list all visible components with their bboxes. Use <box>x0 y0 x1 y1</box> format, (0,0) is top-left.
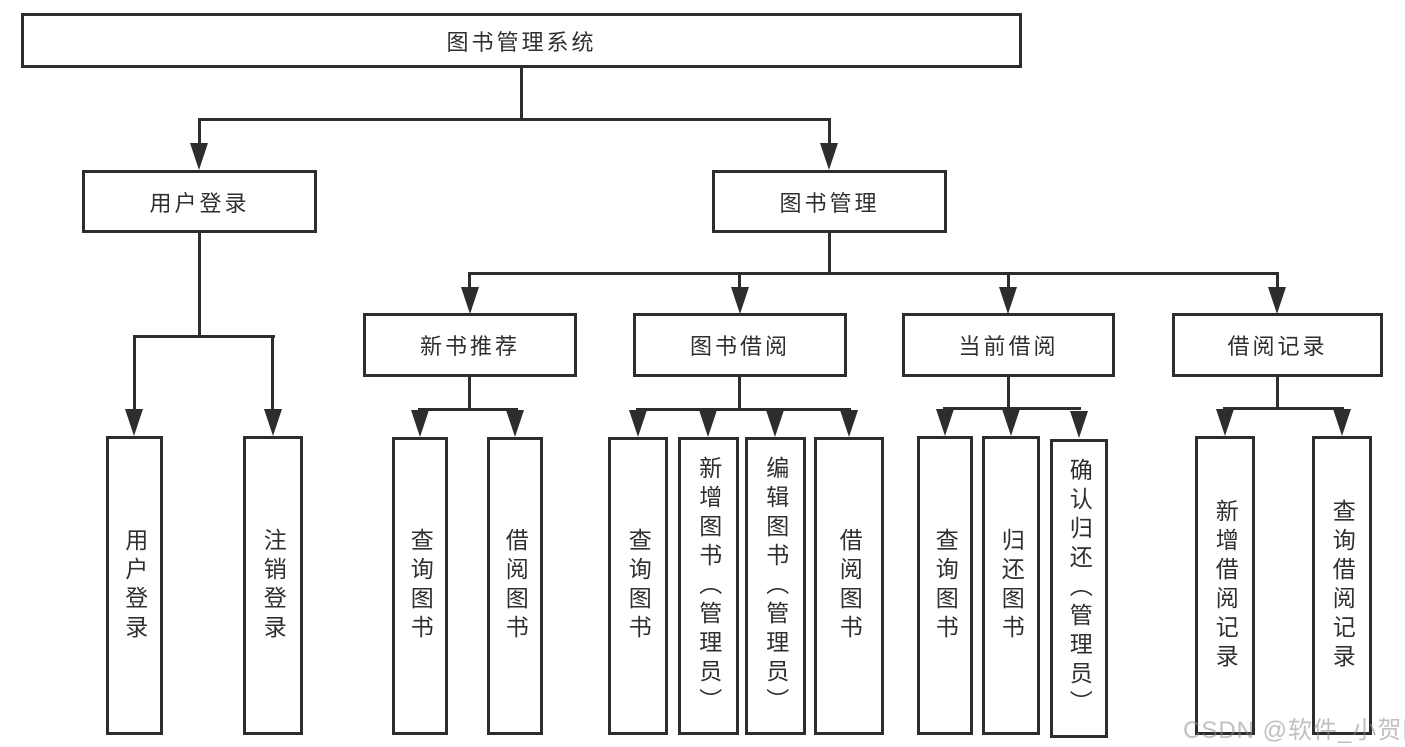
arrowhead-bb-query <box>629 410 647 437</box>
node-leaf-bb-edit-book-admin: 编辑图书（管理员） <box>745 437 806 735</box>
node-book-management: 图书管理 <box>712 170 947 233</box>
leaf-label: 新增图书（管理员） <box>695 455 722 717</box>
arrowhead-book-mgmt <box>820 143 838 170</box>
arrowhead-bb-add <box>699 410 717 437</box>
connector-user-login-rail <box>133 335 275 338</box>
arrowhead-borrow-record <box>1268 287 1286 314</box>
arrowhead-cb-return <box>1002 409 1020 436</box>
node-leaf-br-add-record: 新增借阅记录 <box>1195 436 1255 735</box>
arrowhead-current-borrow <box>999 287 1017 314</box>
leaf-label: 注销登录 <box>260 527 287 644</box>
connector-root-stem <box>520 68 523 118</box>
arrowhead-cb-confirm <box>1070 411 1088 438</box>
arrowhead-login <box>125 409 143 436</box>
connector-current-borrow-down <box>1007 377 1010 409</box>
arrowhead-book-borrow <box>731 287 749 314</box>
leaf-label: 编辑图书（管理员） <box>762 455 789 717</box>
connector-new-rec-down <box>468 377 471 410</box>
leaf-label: 查询图书 <box>407 528 434 644</box>
arrowhead-new-rec <box>461 287 479 314</box>
leaf-label: 查询借阅记录 <box>1329 498 1356 673</box>
node-leaf-bb-add-book-admin: 新增图书（管理员） <box>678 437 739 735</box>
node-borrow-record: 借阅记录 <box>1172 313 1383 377</box>
node-book-borrow: 图书借阅 <box>633 313 847 377</box>
connector-level2-rail <box>468 272 1279 275</box>
node-leaf-rec-query-book: 查询图书 <box>392 437 448 735</box>
node-leaf-cb-confirm-return-admin: 确认归还（管理员） <box>1050 439 1108 738</box>
node-leaf-cb-query-book: 查询图书 <box>917 436 973 735</box>
node-leaf-rec-borrow-book: 借阅图书 <box>487 437 543 735</box>
arrowhead-rec-borrow <box>506 410 524 437</box>
arrowhead-bb-borrow <box>840 410 858 437</box>
leaf-label: 确认归还（管理员） <box>1066 458 1093 719</box>
connector-book-borrow-stem <box>738 272 741 289</box>
leaf-label: 借阅图书 <box>836 528 863 644</box>
node-leaf-login: 用户登录 <box>106 436 163 735</box>
connector-current-borrow-stem <box>1007 272 1010 289</box>
leaf-label: 用户登录 <box>121 527 148 644</box>
connector-book-mgmt-stem <box>828 118 831 144</box>
connector-borrow-record-rail <box>1223 407 1344 410</box>
node-new-book-recommend: 新书推荐 <box>363 313 577 377</box>
connector-book-borrow-down <box>738 377 741 410</box>
node-leaf-logout: 注销登录 <box>243 436 303 735</box>
leaf-label: 归还图书 <box>998 527 1025 644</box>
node-leaf-cb-return-book: 归还图书 <box>982 436 1040 735</box>
connector-book-borrow-rail <box>636 408 851 411</box>
connector-logout-stem <box>271 335 274 411</box>
connector-borrow-record-down <box>1276 377 1279 409</box>
arrowhead-bb-edit <box>766 410 784 437</box>
arrowhead-br-query <box>1333 409 1351 436</box>
leaf-label: 查询图书 <box>625 528 652 644</box>
leaf-label: 借阅图书 <box>502 528 529 644</box>
connector-borrow-record-stem <box>1276 272 1279 289</box>
node-user-login: 用户登录 <box>82 170 317 233</box>
connector-current-borrow-rail <box>943 407 1081 410</box>
connector-login-stem <box>133 335 136 411</box>
node-leaf-bb-query-book: 查询图书 <box>608 437 668 735</box>
arrowhead-logout <box>264 409 282 436</box>
arrowhead-br-add <box>1216 409 1234 436</box>
arrowhead-cb-query <box>936 409 954 436</box>
connector-new-rec-stem <box>468 272 471 289</box>
connector-level1-rail <box>198 118 831 121</box>
connector-book-mgmt-down <box>828 233 831 274</box>
arrowhead-user-login <box>190 143 208 170</box>
connector-user-login-down <box>198 233 201 335</box>
csdn-watermark: CSDN @软件_小贺同学 <box>1183 717 1405 744</box>
leaf-label: 新增借阅记录 <box>1212 498 1239 673</box>
node-current-borrow: 当前借阅 <box>902 313 1115 377</box>
node-leaf-br-query-record: 查询借阅记录 <box>1312 436 1372 735</box>
connector-user-login-stem <box>198 118 201 144</box>
leaf-label: 查询图书 <box>932 527 959 644</box>
node-leaf-bb-borrow-book: 借阅图书 <box>814 437 884 735</box>
arrowhead-rec-query <box>411 410 429 437</box>
node-root-system: 图书管理系统 <box>21 13 1022 68</box>
connector-new-rec-rail <box>418 408 518 411</box>
